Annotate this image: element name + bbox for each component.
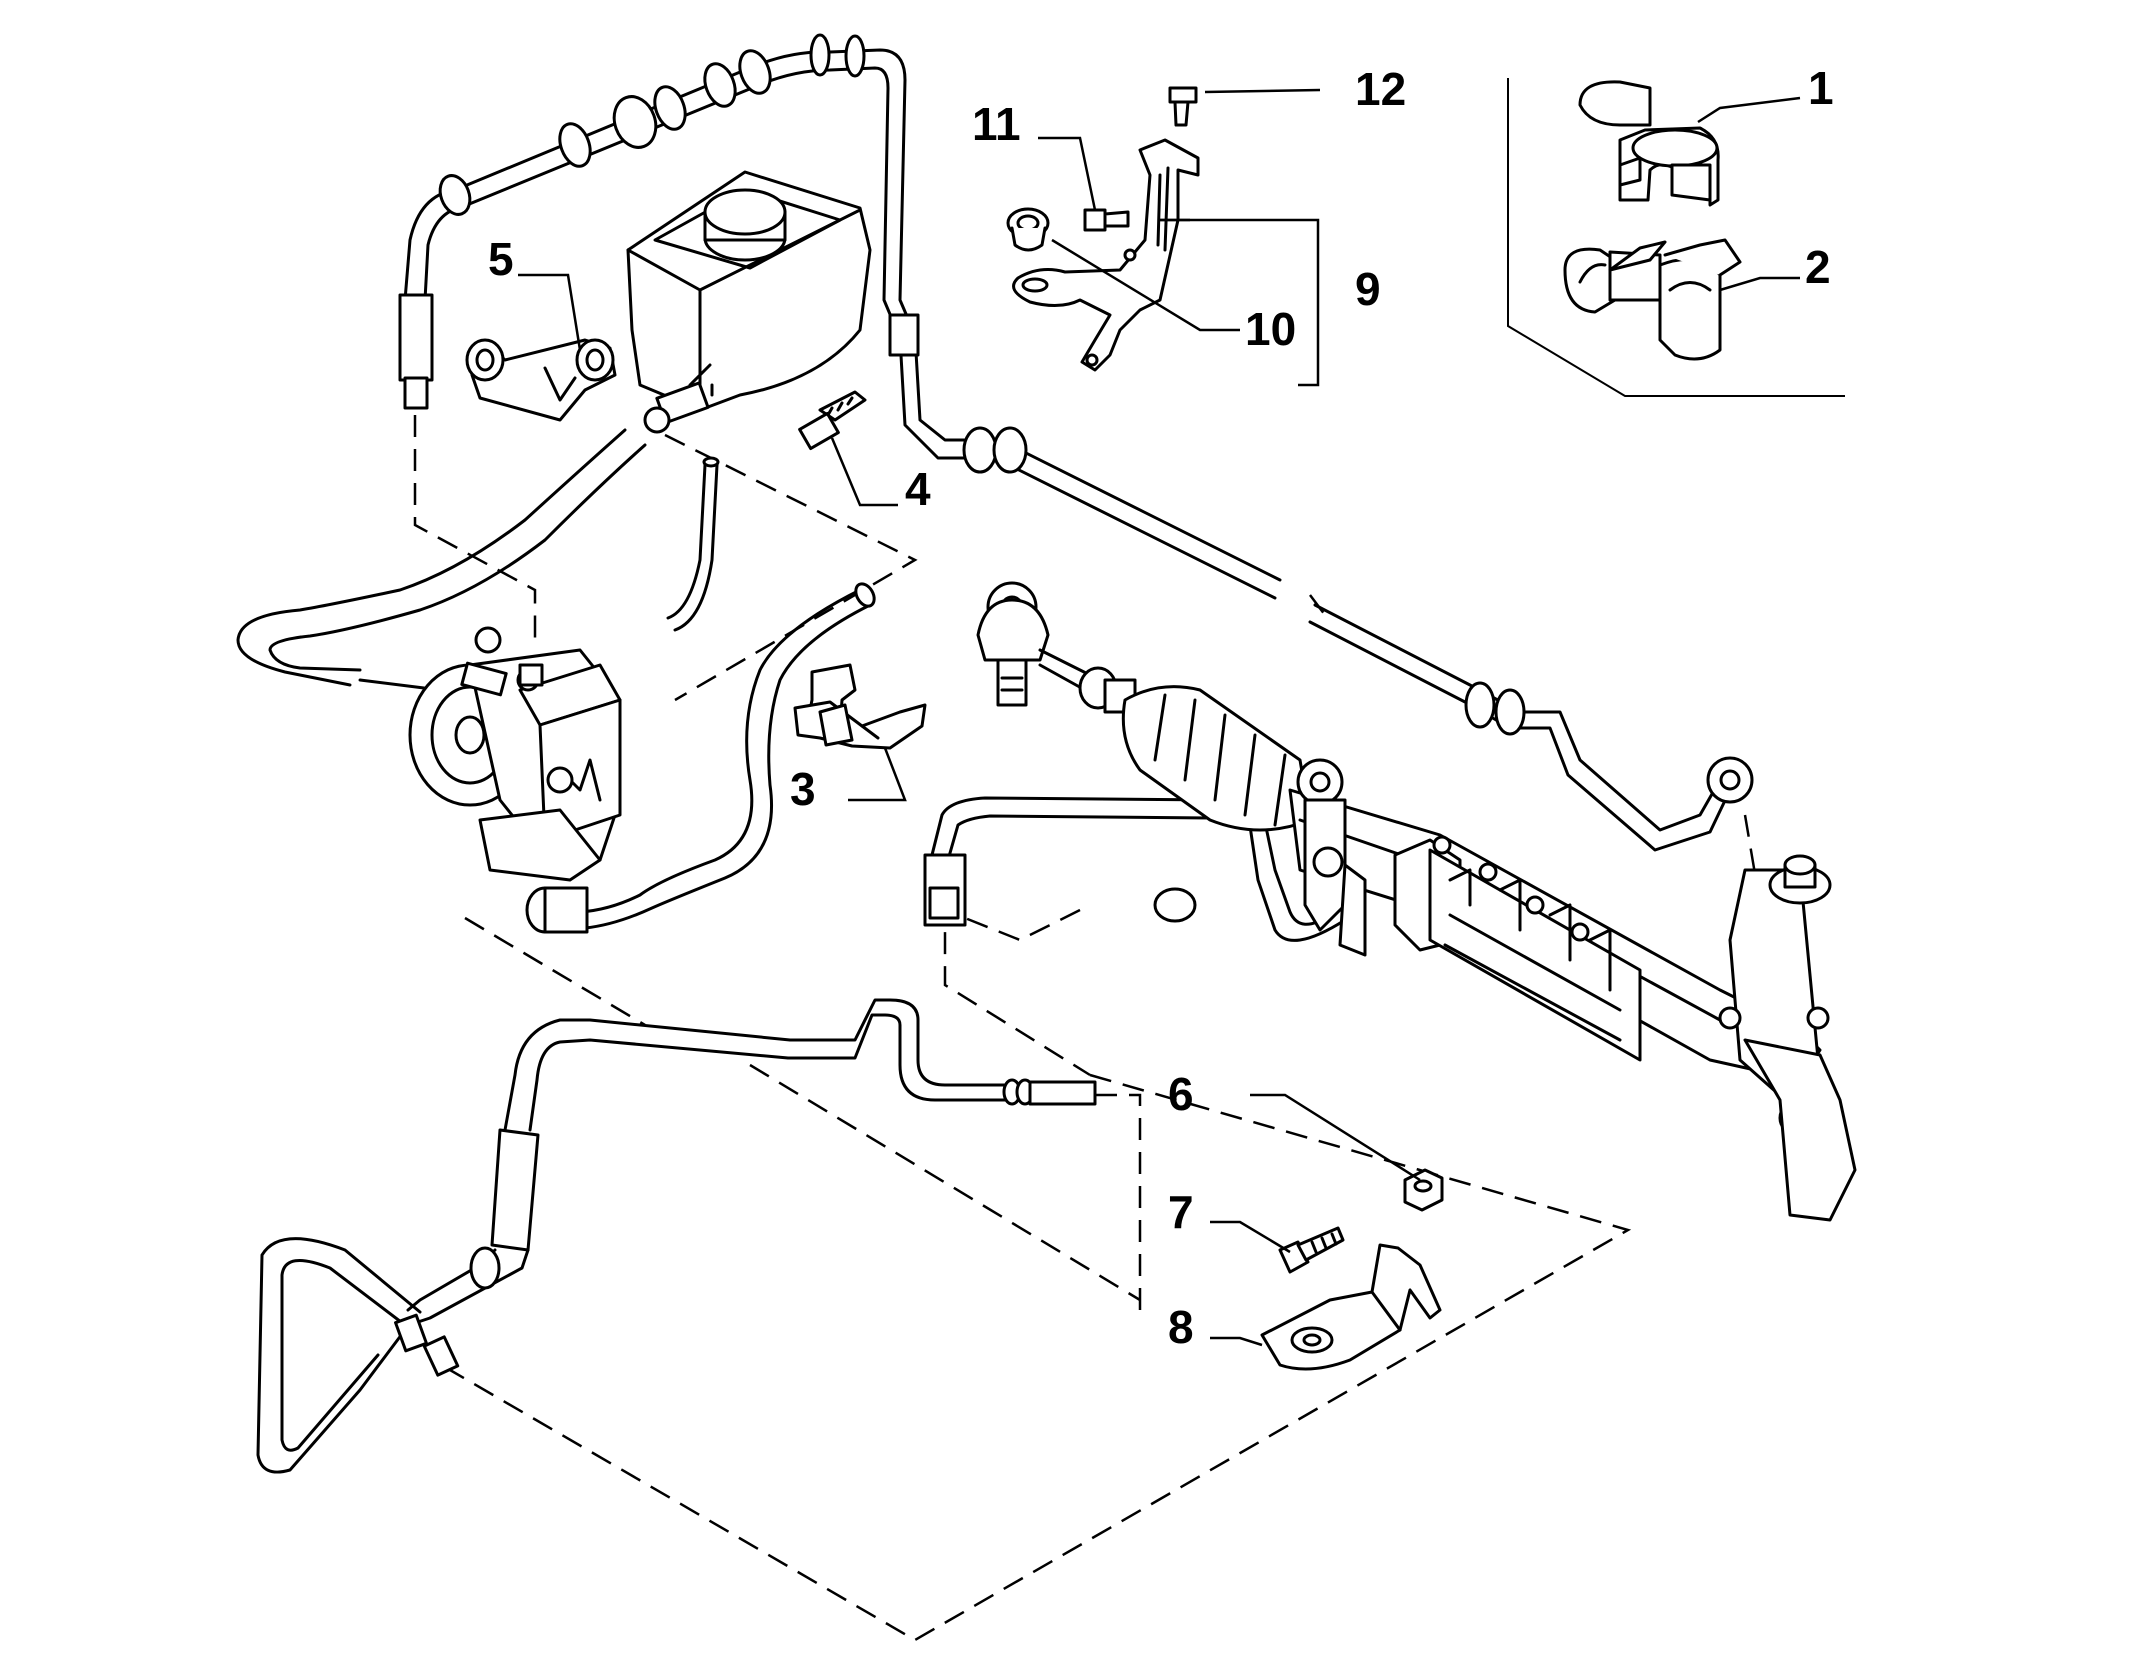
callout-1: 1 [1808, 62, 1834, 114]
callout-7: 7 [1168, 1186, 1194, 1238]
callout-12: 12 [1355, 63, 1406, 115]
part-1-clip [1578, 80, 1720, 207]
pressure-hose-mid [525, 582, 876, 934]
callout-9: 9 [1355, 263, 1381, 315]
inset-frame [1507, 78, 1845, 397]
part-7-bolt [1278, 1226, 1345, 1274]
part-3-clamp [793, 663, 927, 750]
vent-hose [666, 456, 720, 632]
assembly-dashed-lines [413, 415, 1797, 1642]
callout-3: 3 [790, 763, 816, 815]
power-steering-pump [408, 626, 622, 882]
part-5-bracket [465, 338, 617, 422]
part-2-double-clip [1563, 238, 1742, 361]
part-11-screw [1083, 208, 1130, 232]
callout-11: 11 [972, 98, 1021, 150]
part-6-nut [1403, 1168, 1444, 1212]
part-10-grommet [1006, 207, 1050, 252]
lower-pressure-pipe [256, 998, 1097, 1474]
part-4-bolt [798, 390, 867, 451]
callout-2: 2 [1805, 241, 1831, 293]
part-8-bracket [1260, 1243, 1442, 1371]
callout-labels: 1 2 3 4 5 6 7 8 9 10 11 12 [488, 62, 1834, 1353]
steering-rack [976, 581, 1857, 1222]
leader-lines [518, 88, 1801, 1347]
suction-hose [236, 428, 647, 692]
callout-8: 8 [1168, 1301, 1194, 1353]
callout-10: 10 [1245, 303, 1296, 355]
callout-5: 5 [488, 233, 514, 285]
upper-pressure-pipe [398, 33, 1282, 600]
callout-4: 4 [905, 463, 931, 515]
callout-6: 6 [1168, 1068, 1194, 1120]
part-9-bracket [1012, 138, 1200, 372]
return-pipe-right [1308, 603, 1754, 852]
part-12-screw [1168, 86, 1198, 127]
fluid-reservoir [626, 170, 872, 434]
